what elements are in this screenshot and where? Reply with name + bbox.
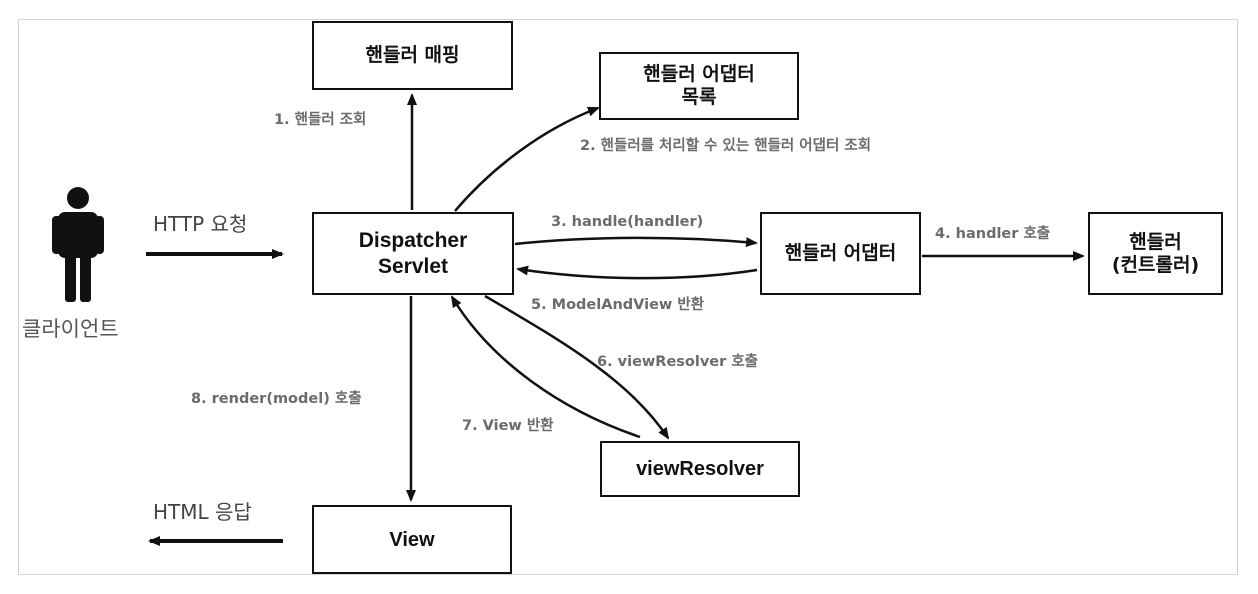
- handler-box: 핸들러 (컨트롤러): [1088, 212, 1223, 295]
- html-response-label: HTML 응답: [153, 500, 252, 524]
- dispatcher-servlet-label: Dispatcher Servlet: [358, 229, 468, 278]
- handler-adapter-box: 핸들러 어댑터: [760, 212, 921, 295]
- handler-label: 핸들러 (컨트롤러): [1111, 230, 1200, 276]
- view-box: View: [312, 505, 512, 574]
- step5-label: 5. ModelAndView 반환: [531, 297, 705, 313]
- step2-label: 2. 핸들러를 처리할 수 있는 핸들러 어댑터 조회: [580, 138, 872, 154]
- step7-arrow: [450, 295, 641, 439]
- step6-arrow: [484, 294, 670, 440]
- handler-mapping-box: 핸들러 매핑: [312, 21, 513, 90]
- handler-adapter-label: 핸들러 어댑터: [784, 242, 897, 265]
- dispatcher-servlet-box: Dispatcher Servlet: [312, 212, 514, 295]
- step4-label: 4. handler 호출: [935, 226, 1051, 242]
- handler-adapter-list-box: 핸들러 어댑터 목록: [599, 52, 799, 120]
- client-person-icon: [52, 187, 104, 302]
- step3-label: 3. handle(handler): [551, 214, 704, 230]
- step2-arrow: [454, 106, 600, 212]
- step7-label: 7. View 반환: [462, 418, 554, 434]
- http-request-label: HTTP 요청: [153, 212, 248, 236]
- handler-mapping-label: 핸들러 매핑: [365, 44, 460, 67]
- step1-label: 1. 핸들러 조회: [274, 112, 367, 128]
- handler-adapter-list-label: 핸들러 어댑터 목록: [643, 63, 755, 108]
- client-label: 클라이언트: [22, 317, 119, 341]
- step8-label: 8. render(model) 호출: [191, 391, 362, 407]
- step3-arrow: [514, 236, 758, 248]
- view-label: View: [389, 528, 435, 551]
- step5-arrow: [516, 265, 758, 280]
- step6-label: 6. viewResolver 호출: [597, 354, 759, 370]
- view-resolver-label: viewResolver: [636, 458, 764, 480]
- view-resolver-box: viewResolver: [600, 441, 800, 497]
